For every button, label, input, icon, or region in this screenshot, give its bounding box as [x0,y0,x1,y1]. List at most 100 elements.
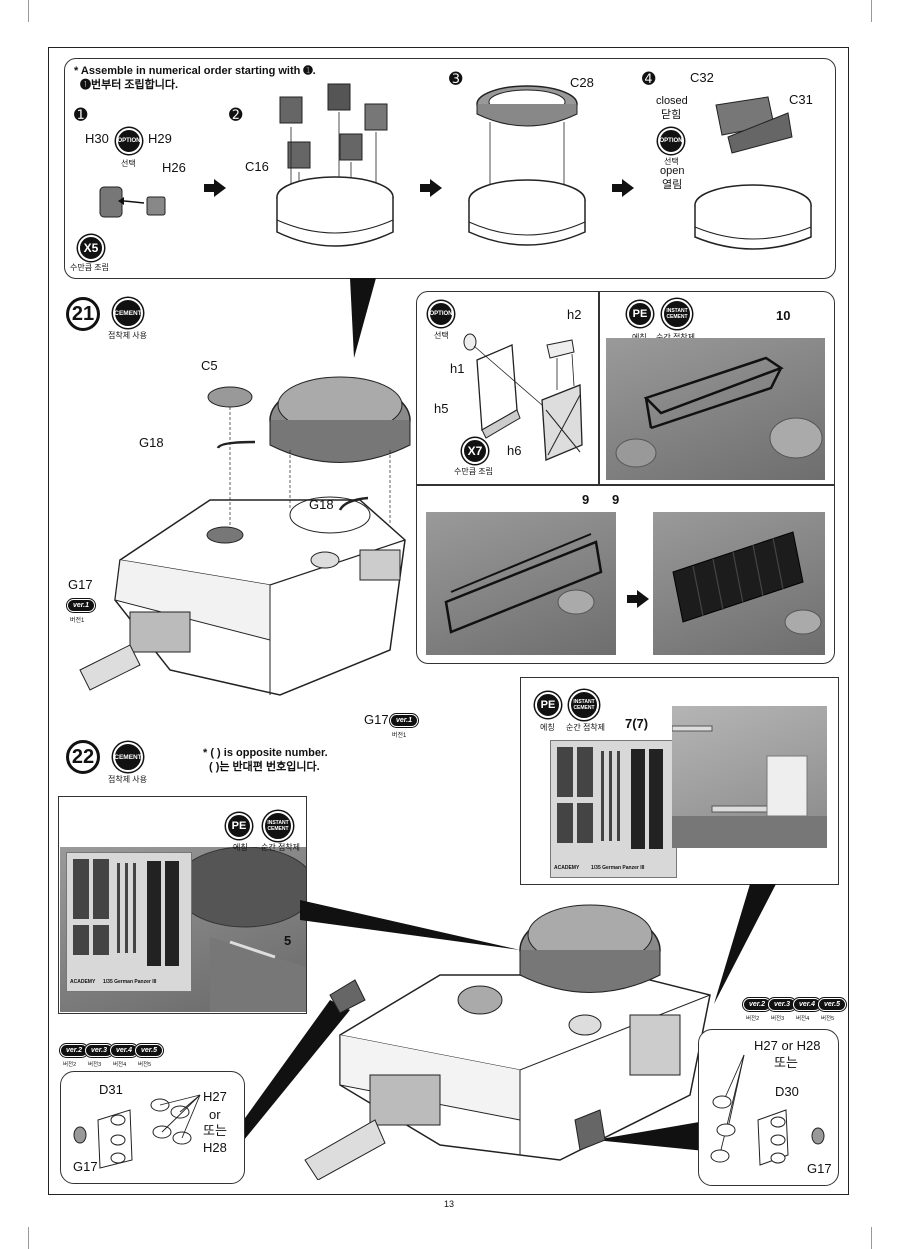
label-g17-1: G17 [68,577,93,592]
cement-badge-22: CEMENT [113,742,143,772]
ver5-badge-right: ver.5 [818,998,846,1011]
flow-arrow-1 [204,179,226,197]
crop-mark-tr [871,0,892,22]
ver5-badge-left: ver.5 [135,1044,163,1057]
ver3-badge-right-text: ver.3 [774,1001,790,1008]
label-or-ko-left: 또는 [203,1123,227,1138]
x5-badge: X5 [78,235,104,261]
ver1-badge-1: ver.1 [67,599,95,612]
pe-badge-21-text: PE [632,308,648,320]
ver4-badge-left: ver.4 [110,1044,138,1057]
crop-mark-tl [28,0,49,22]
label-open-ko: 열림 [662,179,683,191]
label-d31: D31 [99,1082,123,1097]
hatch-ring-top-drawing [468,85,586,246]
step21-detail-divider-h [416,484,835,486]
ver5-ko-left: 버전5 [138,1062,152,1068]
instant-cement-badge-21-text: INSTANT CEMENT [666,308,688,320]
ver4-badge-left-text: ver.4 [116,1047,132,1054]
option-badge-ko: 선택 [121,159,136,168]
callout-pointer-22-br [595,1121,705,1151]
label-part-9-b: 9 [612,492,620,507]
ver3-ko-left: 버전3 [88,1062,102,1068]
detail-panel-left [60,1071,245,1184]
photo-pe-7-8-overlay [672,725,827,848]
step22-note-en: * ( ) is opposite number. [203,747,328,759]
photo-rack-9-empty-overlay [444,533,603,634]
ver1-badge-2-ko: 버전1 [392,733,407,739]
label-c28: C28 [570,75,594,90]
ver2-ko-right: 버전2 [746,1016,760,1022]
label-or-left: or [209,1107,221,1122]
pe-fret-right-title: 1/35 German Panzer III [591,865,645,871]
flow-arrow-3 [612,179,634,197]
label-g18-1: G18 [139,435,164,450]
pe-fret-left-brand: ACADEMY [70,979,96,985]
step-21-number-text: 21 [71,302,95,325]
label-c32: C32 [690,70,714,85]
instant-cement-badge-22b: INSTANT CEMENT [263,811,293,841]
label-c31: C31 [789,92,813,107]
label-h26: H26 [162,160,186,175]
pe-fret-right: ACADEMY 1/35 German Panzer III [550,740,677,878]
ver5-badge-right-text: ver.5 [824,1001,840,1008]
instant-cement-badge-21: INSTANT CEMENT [662,299,692,329]
ver3-badge-left-text: ver.3 [91,1047,107,1054]
photo-pe-5-overlay [174,847,306,1012]
step-22-number: 22 [66,740,100,774]
callout-pointer-22-left [300,900,520,950]
label-part-5: 5 [284,933,292,948]
substep-4-number: ➍ [642,71,656,88]
pe-fret-left-pattern [73,859,179,966]
label-h2: h2 [567,307,582,322]
ver1-badge-1-ko: 버전1 [70,618,85,624]
instant-cement-badge-21-ko: 순간 접착제 [656,332,695,343]
pe-badge-22b-ko: 에칭 [233,843,248,852]
photo-pe-7-8 [672,706,827,848]
callout-pointer-22-bl [240,1000,350,1140]
label-h27-left: H27 [203,1089,227,1104]
crop-mark-br [871,1227,892,1249]
label-g17-left: G17 [73,1159,98,1174]
option-badge-3-text: OPTION [429,311,453,317]
option-badge: OPTION [116,128,142,154]
photo-rack-9-filled [653,512,825,655]
page-frame [48,47,849,1195]
hull-turret-drawing-21 [79,376,411,696]
ver3-badge-right: ver.3 [768,998,796,1011]
cement-badge-22-text: CEMENT [114,753,142,761]
label-g18-2: G18 [309,497,334,512]
hook-parts-drawing-right [710,1054,825,1166]
photo-rack-9-empty [426,512,616,655]
hook-parts-drawing-left [73,1094,201,1169]
ver1-badge-2: ver.1 [390,714,418,727]
step-21-number: 21 [66,297,100,331]
ver5-badge-left-text: ver.5 [141,1047,157,1054]
step21-detail-divider-v [598,291,600,484]
callout-pointer-22-right [714,884,776,1004]
cement-badge-21: CEMENT [113,298,143,328]
label-h30: H30 [85,131,109,146]
ver1-badge-1-text: ver.1 [73,602,89,609]
cement-badge-21-ko: 접착제 사용 [108,331,148,340]
ver4-badge-right: ver.4 [793,998,821,1011]
ver2-badge-right: ver.2 [743,998,771,1011]
x7-badge-text: X7 [467,444,483,458]
instant-cement-badge-22a-ko: 순간 접착제 [566,723,606,732]
intro-note-en: * Assemble in numerical order starting w… [74,65,316,77]
substep-3-number: ➌ [449,71,463,88]
pe-badge-22b: PE [226,813,252,839]
crop-mark-bl [28,1227,49,1249]
pe-badge-22a-text: PE [540,699,556,711]
option-badge-3: OPTION [428,301,454,327]
ver4-ko-right: 버전4 [796,1016,810,1022]
instant-cement-badge-22a: INSTANT CEMENT [569,690,599,720]
label-part-10: 10 [776,308,791,323]
instant-cement-badge-22a-text: INSTANT CEMENT [573,699,595,711]
page-number: 13 [444,1199,455,1209]
callout-pointer-21 [350,278,376,358]
hatch-open-drawing [694,96,812,250]
option-badge-text: OPTION [117,138,141,144]
hull-turret-drawing-22 [304,904,711,1180]
ver3-badge-left: ver.3 [85,1044,113,1057]
